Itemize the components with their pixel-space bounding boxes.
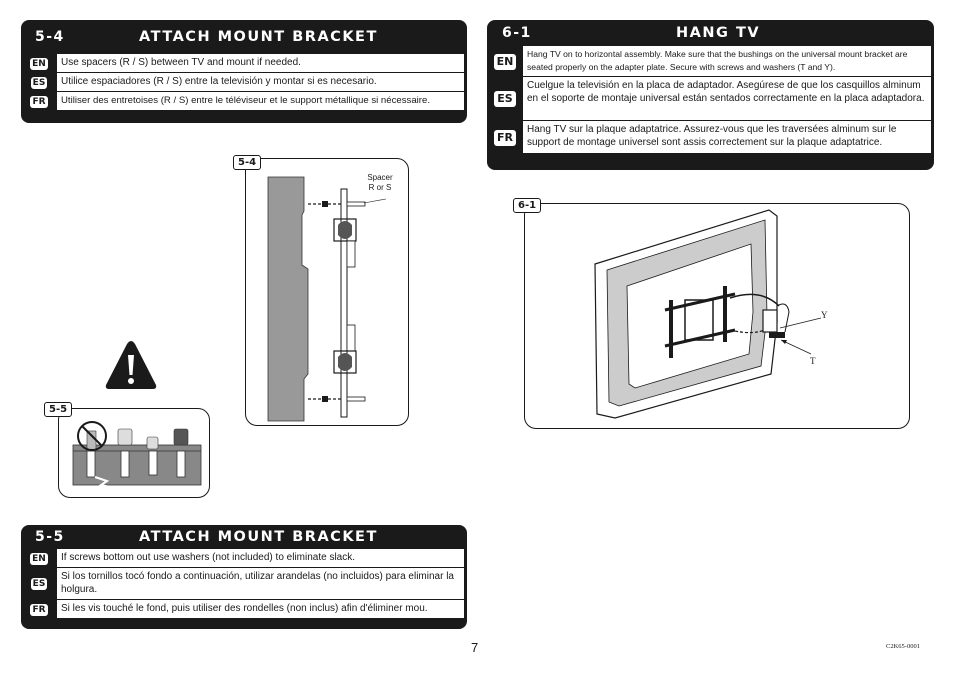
instruction-text-es: Si los tornillos tocó fondo a continuaci…: [57, 568, 464, 600]
instruction-text-fr: Hang TV sur la plaque adaptatrice. Assur…: [523, 121, 931, 154]
instruction-text-en: Use spacers (R / S) between TV and mount…: [57, 54, 464, 73]
callout-t: T: [810, 356, 816, 366]
instruction-text-en: If screws bottom out use washers (not in…: [57, 549, 464, 568]
instruction-text-fr: Utiliser des entretoises (R / S) entre l…: [57, 92, 464, 111]
figure-6-1-tag: 6-1: [513, 198, 542, 213]
step-5-5-header: 5-5 ATTACH MOUNT BRACKET: [21, 525, 467, 549]
document-code: C2K65-0001: [886, 643, 920, 650]
callout-y: Y: [821, 310, 828, 320]
instruction-rows: EN If screws bottom out use washers (not…: [21, 549, 467, 619]
figure-6-1: Y T 6-1: [513, 198, 910, 429]
instruction-rows: EN Hang TV on to horizontal assembly. Ma…: [487, 46, 934, 154]
step-title: ATTACH MOUNT BRACKET: [139, 29, 378, 45]
prohibited-icon: [77, 421, 107, 451]
step-5-5-panel: 5-5 ATTACH MOUNT BRACKET EN If screws bo…: [21, 525, 467, 629]
step-number: 5-5: [35, 529, 65, 545]
instruction-row-fr: FR Utiliser des entretoises (R / S) entr…: [21, 92, 467, 111]
figure-6-1-drawing: [594, 209, 822, 419]
step-number: 6-1: [502, 25, 532, 41]
step-title: HANG TV: [676, 25, 761, 41]
step-6-1-panel: 6-1 HANG TV EN Hang TV on to horizontal …: [487, 20, 934, 170]
lang-badge-en: EN: [30, 57, 48, 70]
instruction-text-es: Utilice espaciadores (R / S) entre la te…: [57, 73, 464, 92]
page-number: 7: [471, 640, 479, 655]
step-number: 5-4: [35, 29, 65, 45]
instruction-rows: EN Use spacers (R / S) between TV and mo…: [21, 54, 467, 111]
lang-badge-en: EN: [493, 53, 517, 70]
warning-triangle-icon: [105, 341, 157, 389]
instruction-text-en: Hang TV on to horizontal assembly. Make …: [523, 46, 931, 77]
step-6-1-header: 6-1 HANG TV: [487, 20, 934, 46]
step-5-4-header: 5-4 ATTACH MOUNT BRACKET: [21, 20, 467, 54]
figure-5-4-drawing: [267, 176, 387, 422]
lang-badge-fr: FR: [30, 95, 48, 108]
instruction-row-en: EN Use spacers (R / S) between TV and mo…: [21, 54, 467, 73]
spacer-callout: Spacer R or S: [367, 173, 393, 192]
lang-badge-es: ES: [494, 91, 516, 107]
step-5-4-panel: 5-4 ATTACH MOUNT BRACKET EN Use spacers …: [21, 20, 467, 123]
instruction-text-fr: Si les vis touché le fond, puis utiliser…: [57, 600, 464, 619]
figure-5-4-tag: 5-4: [233, 155, 262, 170]
instruction-text-es: Cuelgue la televisión en la placa de ada…: [523, 77, 931, 121]
figure-5-5-drawing: [72, 428, 202, 490]
figure-5-5-tag: 5-5: [44, 402, 73, 417]
lang-badge-fr: FR: [30, 603, 48, 616]
figure-5-4: 5-4 Spacer R or S: [233, 155, 409, 426]
lang-badge-es: ES: [30, 578, 48, 590]
lang-badge-es: ES: [30, 76, 48, 89]
lang-badge-fr: FR: [494, 129, 516, 146]
lang-badge-en: EN: [30, 552, 48, 565]
step-title: ATTACH MOUNT BRACKET: [139, 529, 378, 545]
instruction-row-es: ES Utilice espaciadores (R / S) entre la…: [21, 73, 467, 92]
figure-5-5: 5-5: [44, 402, 210, 498]
